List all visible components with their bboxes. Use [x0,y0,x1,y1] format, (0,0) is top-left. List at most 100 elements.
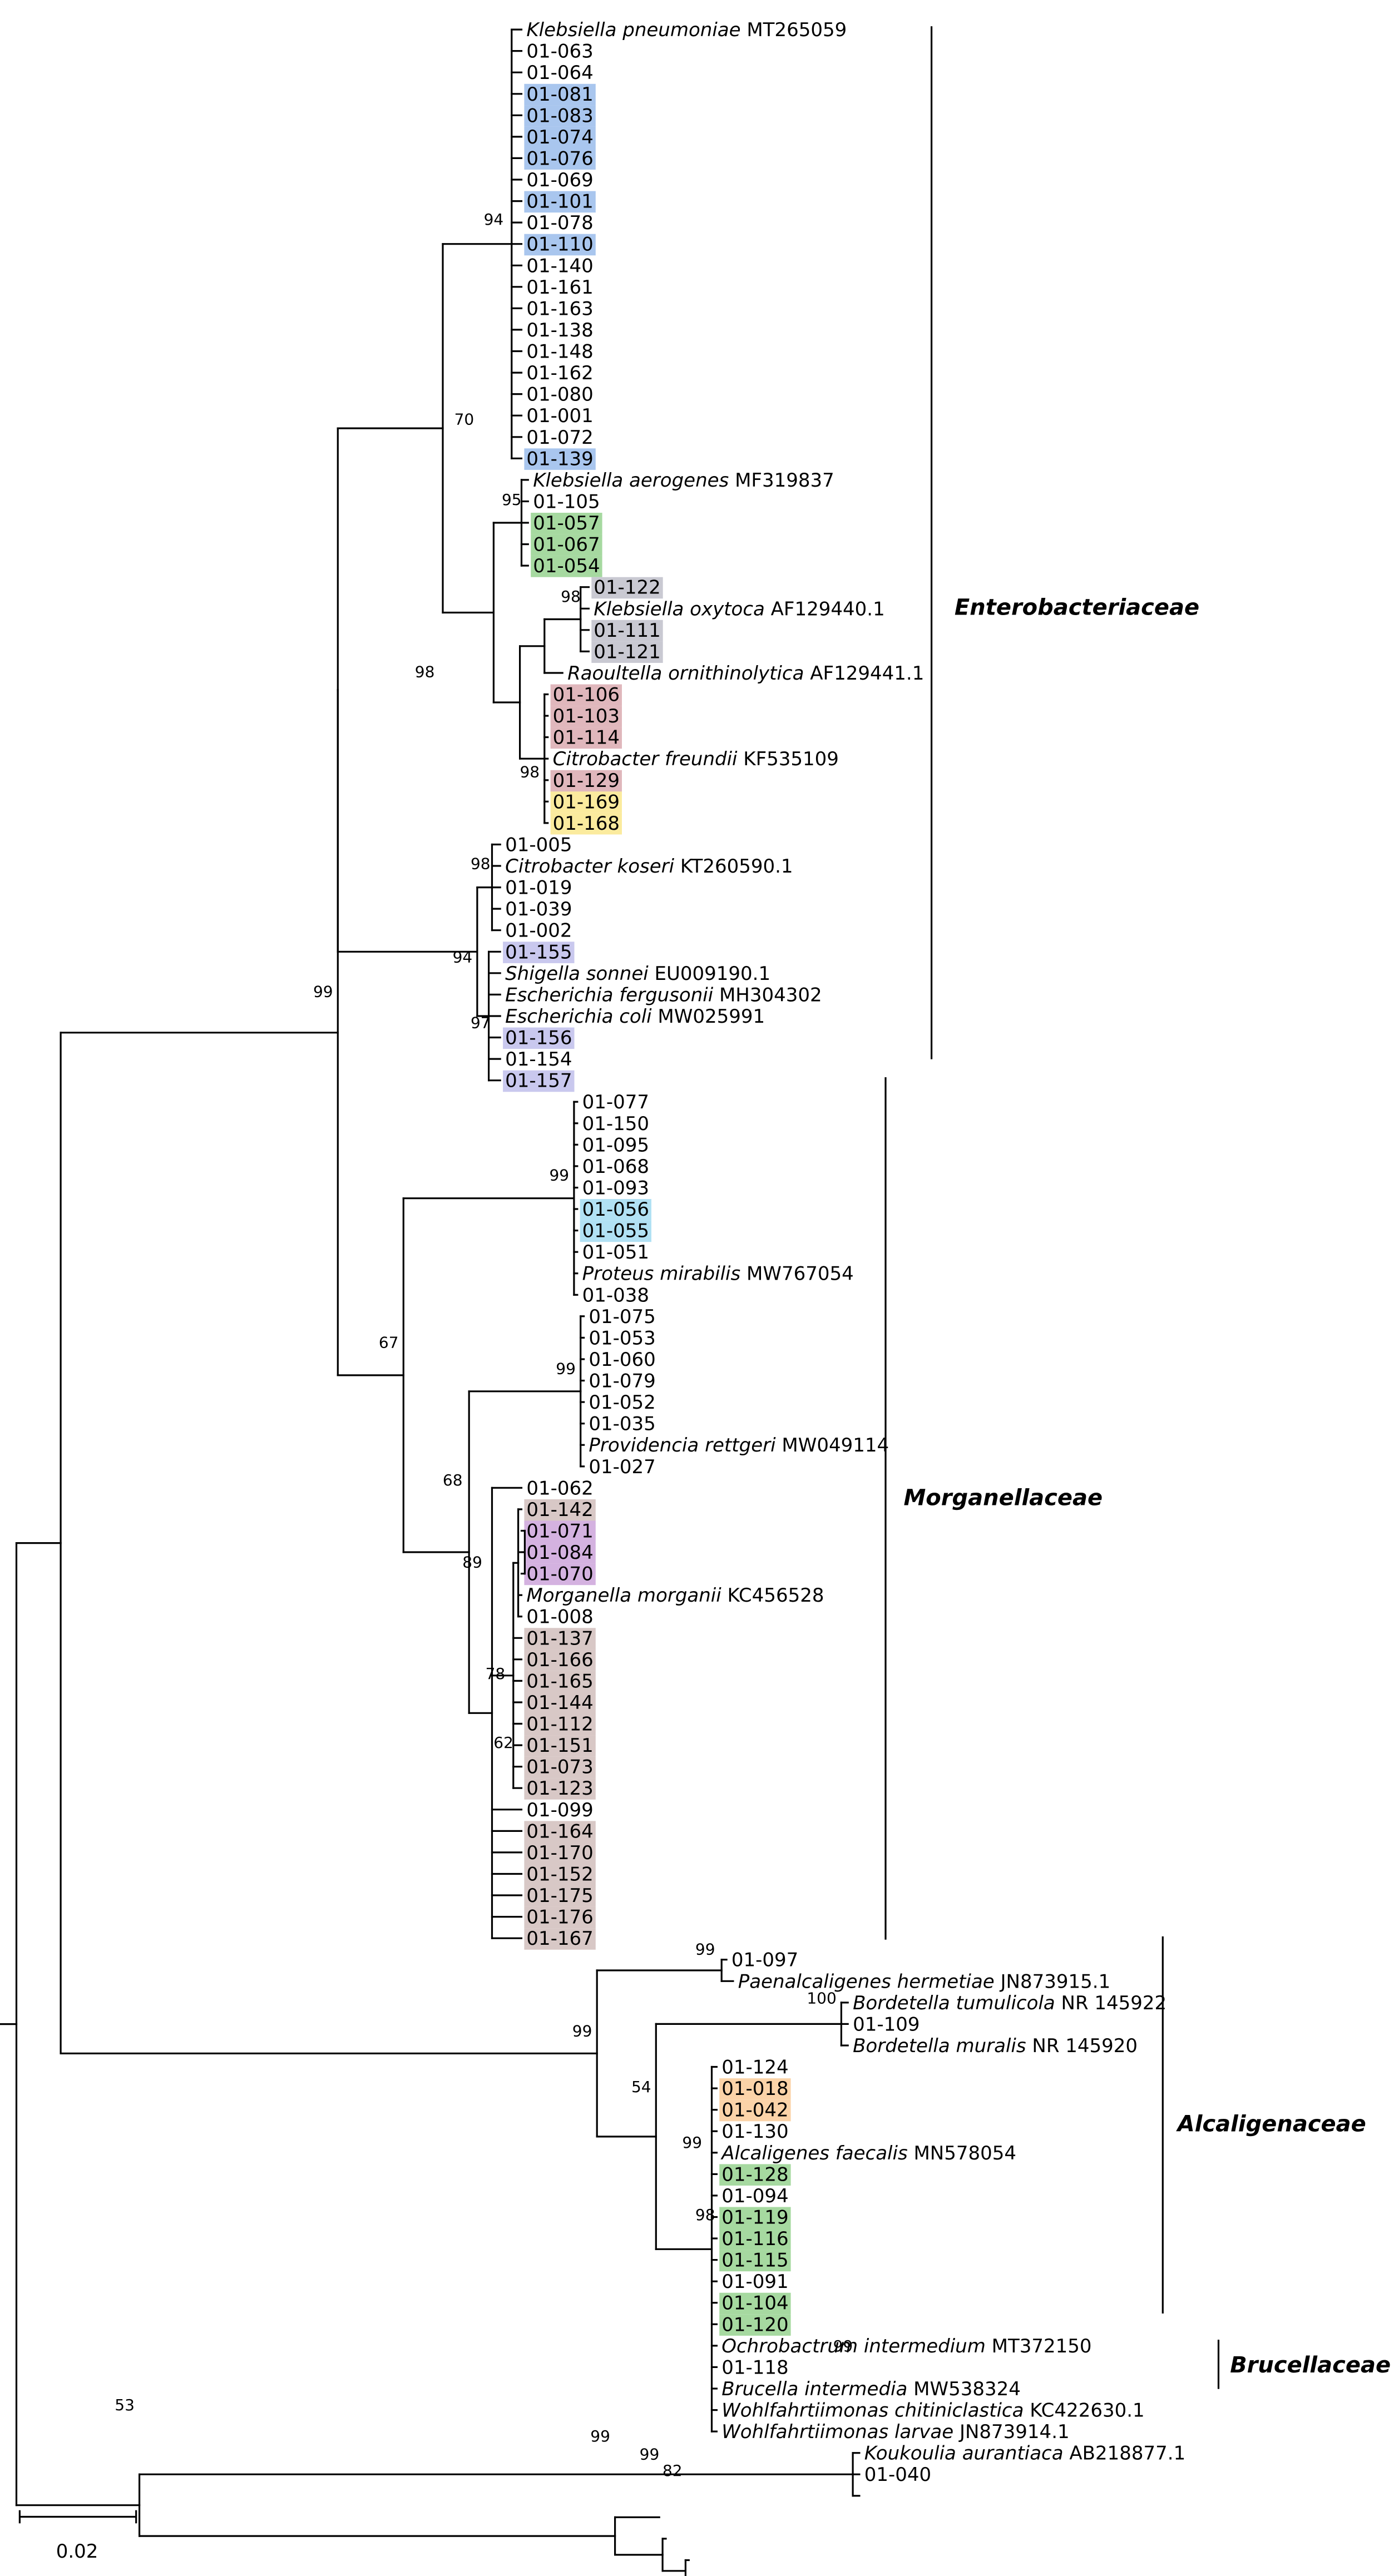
accession-number: AB218877.1 [1069,2443,1185,2465]
highlight-box-blue [524,448,596,470]
species-name: Koukoulia aurantiaca [864,2443,1070,2465]
leaf-label-isolate: 01-175 [526,1885,593,1907]
highlight-box-taupe [524,1842,596,1864]
leaf-label-isolate: 01-121 [594,641,660,663]
leaf-label-isolate: 01-040 [864,2464,931,2486]
leaf-label-isolate: 01-151 [526,1735,593,1757]
support-value: 99 [572,2022,592,2040]
leaf-label-reference: Klebsiella oxytoca AF129440.1 [594,598,884,620]
species-name: Klebsiella oxytoca [594,598,770,620]
accession-number: MT265059 [747,19,847,41]
highlight-box-green [719,2228,791,2250]
leaf-label-layer: Klebsiella pneumoniae MT26505901-06301-0… [505,19,1185,2486]
highlight-box-green [719,2314,791,2336]
leaf-label-isolate: 01-148 [526,341,593,363]
leaf-label-isolate: 01-139 [526,448,593,470]
species-name: Shigella sonnei [505,963,654,985]
leaf-label-reference: Klebsiella pneumoniae MT265059 [526,19,847,41]
support-value: 89 [462,1553,482,1572]
scale-bar: 0.02 [18,2510,137,2563]
highlight-box-cyan [580,1220,651,1242]
leaf-label-isolate: 01-129 [553,770,620,792]
highlight-box-taupe [524,1735,596,1757]
leaf-label-reference: Proteus mirabilis MW767054 [582,1263,854,1285]
leaf-label-isolate: 01-019 [505,877,572,899]
leaf-label-isolate: 01-144 [526,1692,593,1714]
leaf-label-isolate: 01-164 [526,1820,593,1842]
leaf-label-reference: Alcaligenes faecalis MN578054 [720,2142,1016,2164]
accession-number: MW025991 [658,1005,765,1028]
leaf-label-isolate: 01-109 [853,2013,920,2035]
highlight-box-taupe [524,1499,596,1521]
leaf-label-isolate: 01-064 [526,62,593,84]
highlight-box-taupe [524,1778,596,1800]
leaf-label-reference: Providencia rettgeri MW049114 [589,1434,889,1457]
leaf-label-isolate: 01-115 [721,2250,788,2272]
support-value: 99 [556,1360,576,1378]
support-value: 97 [471,1014,491,1032]
highlight-box-green [531,513,602,534]
leaf-label-isolate: 01-051 [582,1241,649,1264]
leaf-label-isolate: 01-154 [505,1048,572,1071]
accession-number: KF535109 [743,748,839,770]
species-name: Proteus mirabilis [582,1263,747,1285]
highlight-box-lavender [503,1027,575,1049]
leaf-label-isolate: 01-152 [526,1864,593,1886]
leaf-label-isolate: 01-156 [505,1027,572,1049]
leaf-label-isolate: 01-055 [582,1220,649,1242]
highlight-layer [503,83,791,2336]
leaf-label-isolate: 01-077 [582,1091,649,1113]
species-name: Paenalcaligenes hermetiae [738,1970,1001,1993]
leaf-label-isolate: 01-071 [526,1520,593,1543]
leaf-label-isolate: 01-163 [526,298,593,320]
highlight-box-taupe [524,1864,596,1886]
accession-number: NR 145922 [1061,1992,1167,2014]
leaf-label-reference: Raoultella ornithinolytica AF129441.1 [567,662,924,685]
leaf-label-isolate: 01-110 [526,234,593,256]
leaf-label-reference: Escherichia coli MW025991 [505,1005,765,1028]
leaf-label-isolate: 01-123 [526,1777,593,1800]
leaf-label-isolate: 01-080 [526,384,593,406]
leaf-label-isolate: 01-073 [526,1756,593,1779]
support-value-layer: 9470959898989894979999679968897862991009… [115,210,853,2480]
highlight-box-gray [591,641,663,663]
leaf-label-isolate: 01-176 [526,1906,593,1929]
support-value: 99 [590,2427,610,2445]
support-value: 99 [640,2445,660,2463]
leaf-label-isolate: 01-056 [582,1198,649,1221]
leaf-label-reference: Ochrobactrum intermedium MT372150 [721,2335,1091,2357]
leaf-label-reference: Brucella intermedia MW538324 [721,2378,1021,2400]
leaf-label-isolate: 01-067 [533,534,600,556]
leaf-label-reference: Klebsiella aerogenes MF319837 [533,469,834,492]
support-value: 70 [454,410,474,429]
leaf-label-isolate: 01-097 [731,1949,798,1971]
leaf-label-isolate: 01-079 [589,1370,655,1393]
highlight-box-taupe [524,1906,596,1929]
leaf-label-isolate: 01-078 [526,212,593,234]
leaf-label-isolate: 01-053 [589,1327,655,1349]
highlight-box-purple [524,1563,596,1586]
highlight-box-rose [550,684,622,706]
leaf-label-isolate: 01-027 [589,1456,655,1478]
leaf-label-isolate: 01-060 [589,1349,655,1371]
species-name: Klebsiella pneumoniae [526,19,747,41]
leaf-label-isolate: 01-168 [553,813,620,835]
accession-number: KC456528 [728,1584,824,1607]
support-value: 99 [682,2133,702,2152]
leaf-label-isolate: 01-142 [526,1499,593,1521]
highlight-box-taupe [524,1756,596,1779]
leaf-label-reference: Morganella morganii KC456528 [526,1584,824,1607]
leaf-label-reference: Bordetella tumulicola NR 145922 [853,1992,1166,2014]
highlight-box-green [531,556,602,577]
highlight-box-taupe [524,1928,596,1950]
leaf-label-isolate: 01-157 [505,1070,572,1092]
leaf-label-isolate: 01-099 [526,1799,593,1821]
support-value: 99 [695,1940,715,1958]
leaf-label-reference: Escherichia fergusonii MH304302 [505,984,822,1006]
species-name: Escherichia fergusonii [505,984,719,1006]
leaf-label-reference: Paenalcaligenes hermetiae JN873915.1 [738,1970,1111,1993]
leaf-label-isolate: 01-042 [721,2099,788,2122]
support-value: 94 [453,948,473,967]
leaf-label-isolate: 01-076 [526,147,593,170]
leaf-label-isolate: 01-167 [526,1928,593,1950]
